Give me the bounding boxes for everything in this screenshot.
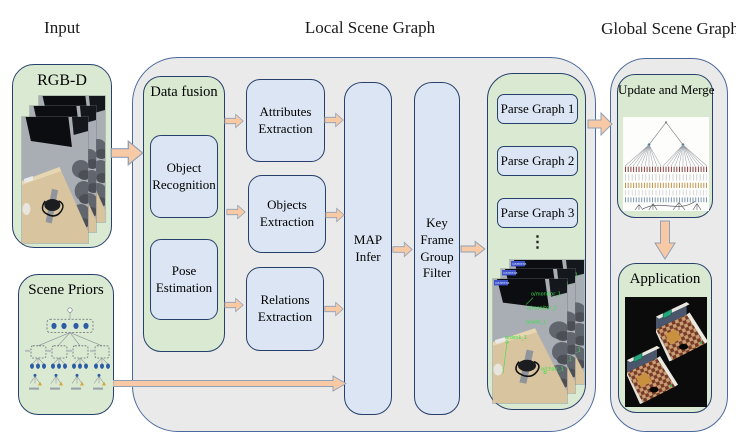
arrow-datafusion-to-relations (224, 297, 244, 313)
rgbd-title: RGB-D (37, 72, 87, 89)
parse-graphs-ellipsis: ⋮ (529, 234, 546, 251)
global-scene-graph-header: Global Scene Graph (601, 19, 736, 38)
local-scene-graph-header: Local Scene Graph (304, 18, 436, 37)
attributes-extraction-box: Attributes Extraction (246, 79, 325, 162)
application-panel: Application (618, 263, 712, 413)
scene-priors-title: Scene Priors (28, 282, 104, 298)
arrow-datafusion-to-attributes (224, 113, 244, 129)
objects-extraction-box: Objects Extraction (248, 175, 326, 253)
parse-graph-1-box: Parse Graph 1 (497, 94, 578, 124)
application-title: Application (629, 271, 701, 287)
relations-extraction-box: Relations Extraction (246, 267, 324, 351)
arrow-rgbd-to-local (110, 138, 144, 168)
rgbd-photo (22, 117, 88, 243)
pose-estimation-box: Pose Estimation (150, 239, 218, 320)
map-infer-box: MAP Infer (344, 82, 392, 415)
parse-graphs-panel: Parse Graph 1 Parse Graph 2 Parse Graph … (487, 73, 586, 410)
update-and-merge-title: Update and Merge (618, 82, 715, 97)
key-frame-group-filter-box: Key Frame Group Filter (414, 82, 460, 415)
arrow-relations-to-map (324, 301, 344, 317)
arrow-objects-to-map (325, 207, 345, 223)
input-column-header: Input (44, 18, 80, 37)
rgbd-photo-stack (22, 96, 106, 244)
arrow-map-to-keyframe (392, 241, 413, 258)
object-recognition-box: Object Recognition (150, 135, 218, 218)
arrow-parsegraphs-to-update (587, 110, 613, 138)
arrow-datafusion-to-objects (226, 204, 246, 220)
scene-priors-panel: Scene Priors (18, 274, 114, 415)
scene-priors-tree (23, 305, 111, 409)
arrow-scenepriors-to-map (113, 375, 347, 392)
arrow-update-to-application (654, 220, 676, 260)
merged-scene-graph-image (623, 117, 709, 211)
annotated-frame (493, 279, 567, 403)
arrow-keyframe-to-parsegraphs (460, 240, 486, 258)
arrow-attributes-to-map (324, 112, 344, 128)
parse-graph-2-box: Parse Graph 2 (497, 146, 578, 176)
update-and-merge-panel: Update and Merge (617, 74, 715, 218)
application-3d-room-image (625, 297, 707, 407)
parse-graph-3-box: Parse Graph 3 (497, 198, 578, 228)
rgbd-panel: RGB-D (12, 64, 112, 248)
data-fusion-title: Data fusion (150, 84, 218, 100)
annotated-frames-stack (493, 260, 585, 406)
